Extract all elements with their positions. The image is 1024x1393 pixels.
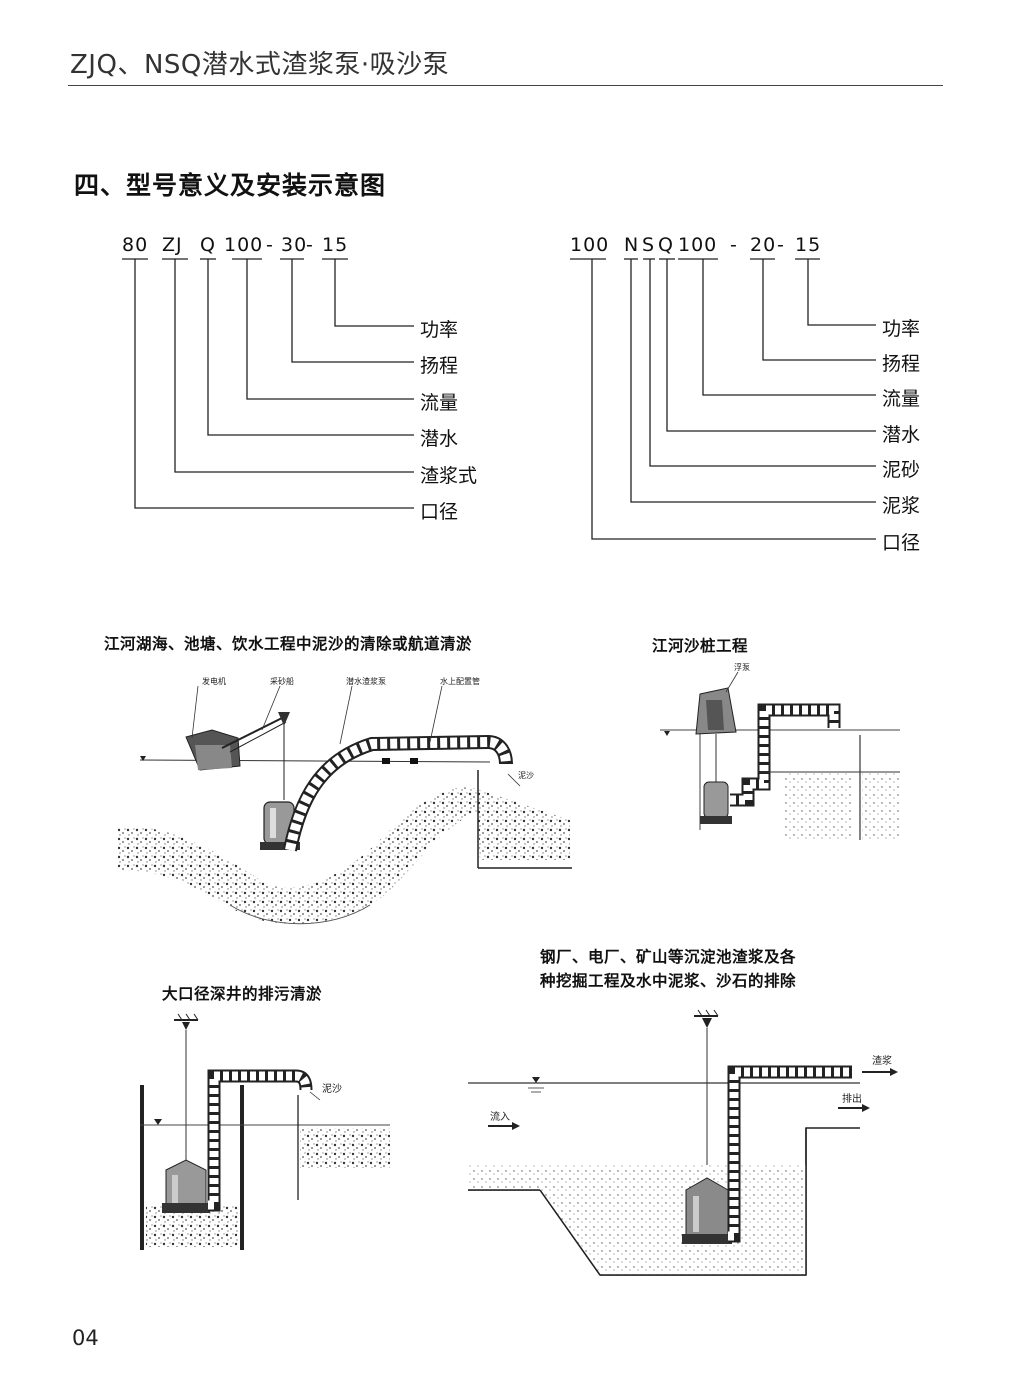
nsq-label-flow: 流量 — [882, 388, 921, 410]
zjq-label-flow: 流量 — [420, 392, 459, 414]
zjq-part-power: 15 — [322, 234, 349, 256]
zjq-part-diameter: 80 — [122, 234, 149, 256]
pile-tag-float: 浮泵 — [734, 663, 750, 672]
river-mud-label: 泥沙 — [518, 771, 534, 780]
zjq-part-submersible: Q — [200, 234, 216, 256]
nsq-sep-2: - — [777, 234, 785, 256]
diagram-pond-caption-line1: 钢厂、电厂、矿山等沉淀池渣浆及各 — [540, 948, 797, 966]
zjq-part-slurry: ZJ — [162, 234, 183, 256]
nsq-part-power: 15 — [795, 234, 822, 256]
nsq-part-mud: N — [624, 234, 640, 256]
zjq-label-head: 扬程 — [420, 355, 459, 377]
zjq-label-slurry: 渣浆式 — [420, 465, 478, 487]
zjq-label-diameter: 口径 — [420, 501, 459, 523]
diagram-river-caption: 江河湖海、池塘、饮水工程中泥沙的清除或航道清淤 — [104, 635, 473, 653]
header-rule — [68, 85, 943, 86]
section-title: 四、型号意义及安装示意图 — [74, 171, 387, 200]
river-tag-pipe: 水上配置管 — [440, 677, 480, 686]
header-title: ZJQ、NSQ潜水式渣浆泵·吸沙泵 — [70, 50, 450, 80]
zjq-label-submersible: 潜水 — [420, 428, 459, 450]
zjq-label-power: 功率 — [420, 319, 459, 341]
diagram-pile-caption: 江河沙桩工程 — [652, 637, 749, 655]
diagram-pond-caption-line2: 种挖掘工程及水中泥浆、沙石的排除 — [540, 972, 797, 990]
nsq-label-diameter: 口径 — [882, 532, 921, 554]
nsq-part-submersible: Q — [658, 234, 674, 256]
zjq-part-flow: 100 — [224, 234, 264, 256]
nsq-label-submersible: 潜水 — [882, 424, 921, 446]
nsq-part-head: 20 — [750, 234, 777, 256]
nsq-sep-1: - — [730, 234, 738, 256]
pond-in-label: 流入 — [490, 1112, 510, 1123]
nsq-label-sand: 泥砂 — [882, 459, 921, 481]
pond-slurry-label: 渣浆 — [872, 1056, 892, 1067]
nsq-part-flow: 100 — [678, 234, 718, 256]
pond-out-label: 排出 — [842, 1094, 862, 1105]
diagram-well-caption: 大口径深井的排污清淤 — [162, 985, 323, 1003]
nsq-part-diameter: 100 — [570, 234, 610, 256]
zjq-sep-2: - — [306, 234, 314, 256]
nsq-label-head: 扬程 — [882, 353, 921, 375]
zjq-part-head: 30 — [281, 234, 308, 256]
river-tag-generator: 发电机 — [202, 677, 226, 686]
nsq-part-sand: S — [642, 234, 656, 256]
page-number: 04 — [72, 1326, 99, 1350]
nsq-label-mud: 泥浆 — [882, 495, 921, 517]
well-mud-label: 泥沙 — [322, 1084, 342, 1095]
river-tag-pump: 潜水渣浆泵 — [346, 677, 386, 686]
river-tag-dredger: 采砂船 — [270, 677, 294, 686]
nsq-label-power: 功率 — [882, 318, 921, 340]
zjq-sep-1: - — [266, 234, 274, 256]
